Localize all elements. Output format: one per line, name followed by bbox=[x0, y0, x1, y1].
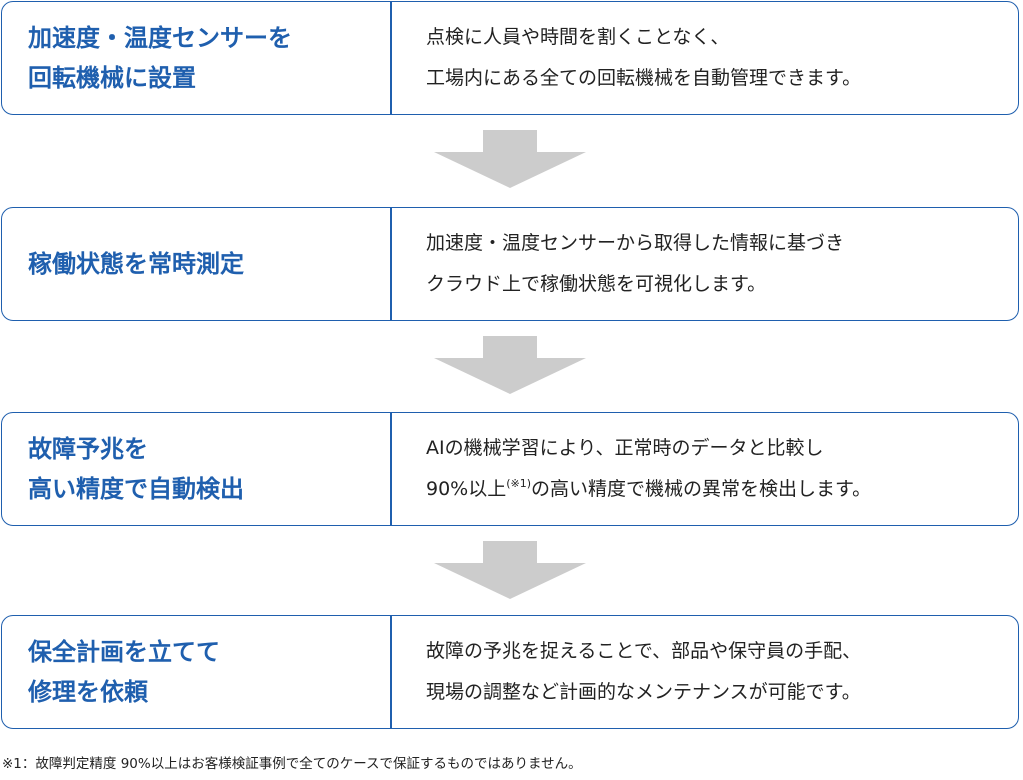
step-desc-3-line-2-rest: の高い精度で機械の異常を検出します。 bbox=[531, 478, 872, 500]
step-title-4-line-1: 保全計画を立てて bbox=[28, 638, 220, 666]
step-title-4: 保全計画を立てて 修理を依頼 bbox=[2, 616, 390, 728]
step-divider-1 bbox=[390, 2, 392, 114]
step-desc-3: AIの機械学習により、正常時のデータと比較し 90%以上(※1)の高い精度で機械… bbox=[392, 413, 1018, 525]
step-title-2: 稼働状態を常時測定 bbox=[2, 208, 390, 320]
step-desc-2: 加速度・温度センサーから取得した情報に基づき クラウド上で稼働状態を可視化します… bbox=[392, 208, 1018, 320]
step-desc-2-line-1: 加速度・温度センサーから取得した情報に基づき bbox=[426, 232, 845, 254]
step-title-3-line-1: 故障予兆を bbox=[28, 435, 148, 463]
step-title-1: 加速度・温度センサーを 回転機械に設置 bbox=[2, 2, 390, 114]
down-arrow-icon-3 bbox=[434, 541, 586, 599]
footnote: ※1：故障判定精度 90%以上はお客様検証事例で全てのケースで保証するものではあ… bbox=[2, 756, 582, 772]
step-desc-4: 故障の予兆を捉えることで、部品や保守員の手配、 現場の調整など計画的なメンテナン… bbox=[392, 616, 1018, 728]
step-title-4-line-2: 修理を依頼 bbox=[28, 678, 148, 706]
step-desc-4-line-1: 故障の予兆を捉えることで、部品や保守員の手配、 bbox=[426, 640, 862, 662]
step-desc-1-line-1: 点検に人員や時間を割くことなく、 bbox=[426, 26, 730, 48]
step-box-4: 保全計画を立てて 修理を依頼 故障の予兆を捉えることで、部品や保守員の手配、 現… bbox=[1, 615, 1019, 729]
step-title-1-line-2: 回転機械に設置 bbox=[28, 64, 196, 92]
step-divider-3 bbox=[390, 413, 392, 525]
accuracy-value: 90%以上 bbox=[426, 478, 507, 500]
step-desc-2-line-2: クラウド上で稼働状態を可視化します。 bbox=[426, 273, 767, 295]
step-desc-1-line-2: 工場内にある全ての回転機械を自動管理できます。 bbox=[426, 67, 862, 89]
step-desc-3-line-1: AIの機械学習により、正常時のデータと比較し bbox=[426, 437, 824, 459]
step-desc-4-line-2: 現場の調整など計画的なメンテナンスが可能です。 bbox=[426, 681, 861, 703]
step-desc-3-line-2: 90%以上(※1)の高い精度で機械の異常を検出します。 bbox=[426, 469, 871, 510]
step-box-1: 加速度・温度センサーを 回転機械に設置 点検に人員や時間を割くことなく、 工場内… bbox=[1, 1, 1019, 115]
step-title-2-line-1: 稼働状態を常時測定 bbox=[28, 250, 244, 278]
step-divider-2 bbox=[390, 208, 392, 320]
step-title-3: 故障予兆を 高い精度で自動検出 bbox=[2, 413, 390, 525]
down-arrow-icon-1 bbox=[434, 130, 586, 188]
down-arrow-icon-2 bbox=[434, 336, 586, 394]
step-desc-1: 点検に人員や時間を割くことなく、 工場内にある全ての回転機械を自動管理できます。 bbox=[392, 2, 1018, 114]
step-box-2: 稼働状態を常時測定 加速度・温度センサーから取得した情報に基づき クラウド上で稼… bbox=[1, 207, 1019, 321]
step-title-1-line-1: 加速度・温度センサーを bbox=[28, 24, 292, 52]
step-divider-4 bbox=[390, 616, 392, 728]
step-title-3-line-2: 高い精度で自動検出 bbox=[28, 475, 244, 503]
footnote-ref: (※1) bbox=[506, 477, 532, 490]
step-box-3: 故障予兆を 高い精度で自動検出 AIの機械学習により、正常時のデータと比較し 9… bbox=[1, 412, 1019, 526]
